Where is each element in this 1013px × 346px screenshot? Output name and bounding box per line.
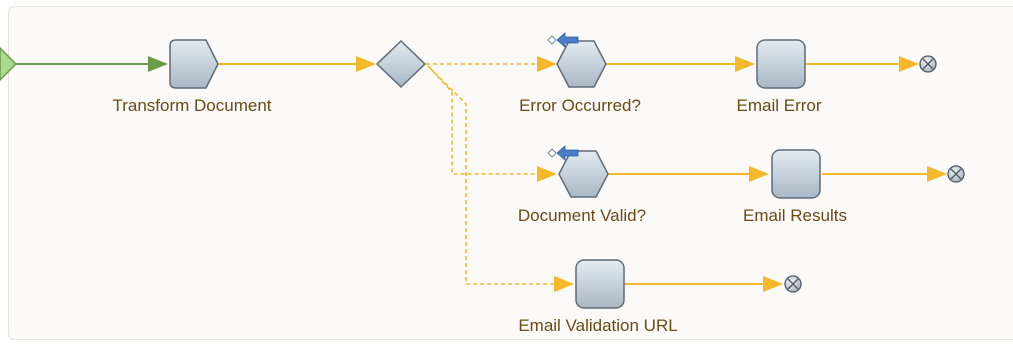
flow-email-error-to-end[interactable] — [806, 56, 919, 72]
error-occurred-label: Error Occurred? — [519, 96, 641, 115]
flow-document-valid-to-email-results[interactable] — [608, 166, 769, 182]
transform-document-node[interactable] — [169, 39, 219, 89]
end-circle-x-icon[interactable] — [947, 165, 965, 183]
email-results-label: Email Results — [743, 206, 847, 225]
transform-document-label: Transform Document — [112, 96, 272, 115]
end-circle-x-icon[interactable] — [919, 55, 937, 73]
flow-email-validation-url-to-end[interactable] — [624, 276, 783, 292]
flow-transform-to-gateway[interactable] — [218, 56, 376, 72]
flow-start-to-transform[interactable] — [16, 56, 168, 72]
email-results-node[interactable] — [771, 149, 821, 199]
email-error-node[interactable] — [756, 39, 806, 89]
flow-email-results-to-end[interactable] — [822, 166, 947, 182]
flow-gateway-to-document-valid[interactable] — [427, 65, 557, 182]
gateway-diamond[interactable] — [375, 39, 427, 89]
back-arrow-icon — [547, 145, 579, 161]
document-valid-label: Document Valid? — [517, 206, 647, 225]
email-error-label: Email Error — [736, 96, 822, 115]
error-occurred-node[interactable] — [556, 40, 607, 88]
start-triangle-icon[interactable] — [0, 46, 18, 82]
document-valid-node[interactable] — [558, 150, 609, 198]
flow-gateway-to-error-occurred[interactable] — [426, 56, 557, 72]
flow-error-occurred-to-email-error[interactable] — [606, 56, 755, 72]
end-circle-x-icon[interactable] — [784, 275, 802, 293]
email-validation-url-label: Email Validation URL — [518, 316, 678, 335]
back-arrow-icon — [547, 32, 579, 48]
flow-gateway-to-email-validation-url[interactable] — [429, 67, 574, 292]
email-validation-url-node[interactable] — [575, 259, 625, 309]
